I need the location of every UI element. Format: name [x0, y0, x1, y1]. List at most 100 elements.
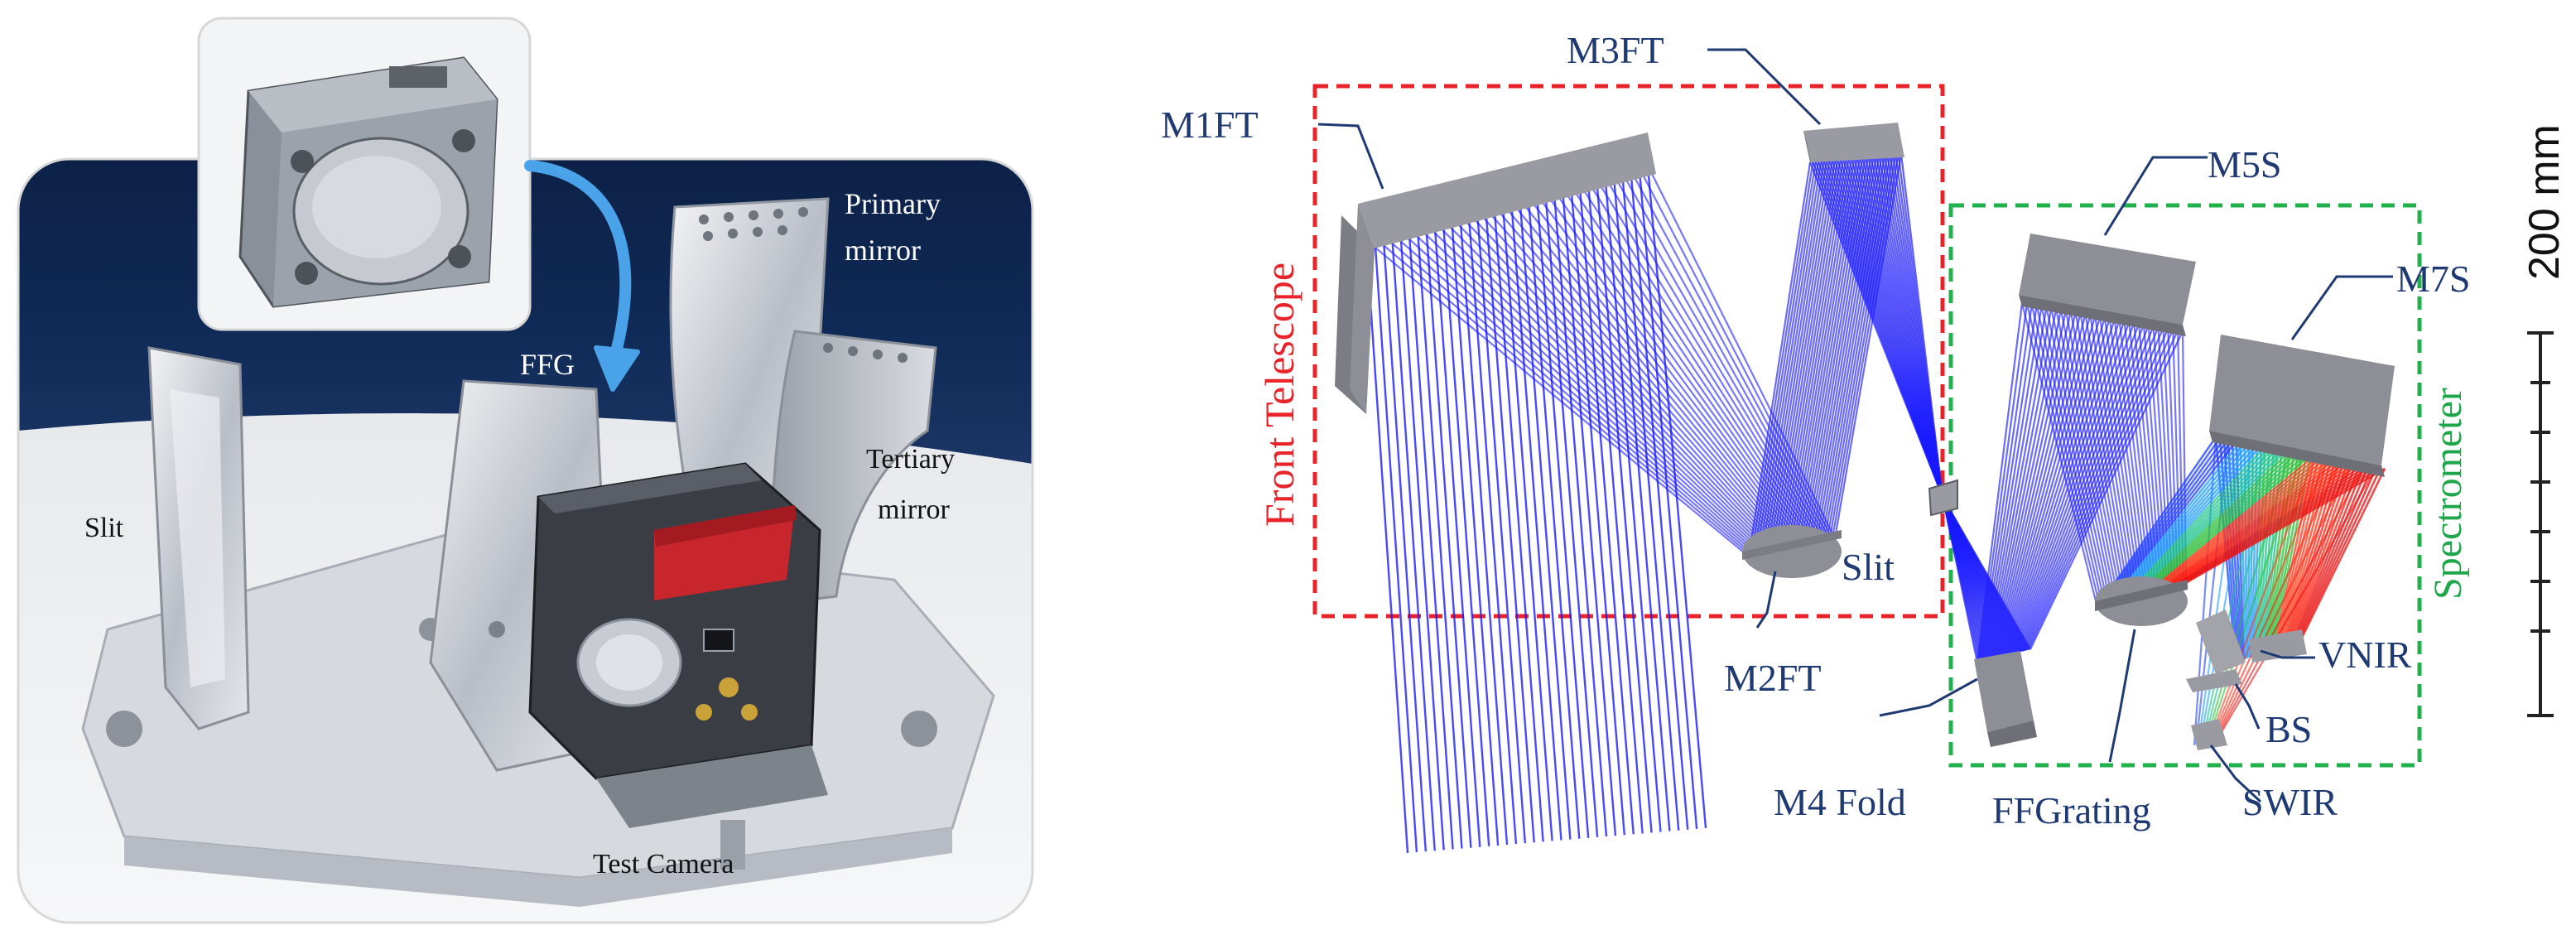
ray-line: [1450, 217, 1500, 846]
ray-line: [1805, 157, 1872, 545]
ray-line: [2147, 454, 2312, 592]
beam-splitter: [2186, 610, 2246, 692]
ray-line: [2001, 316, 2102, 657]
ray-line: [2131, 447, 2279, 595]
ray-line: [1509, 201, 1562, 841]
ray-line: [2162, 460, 2344, 590]
ray-line: [1638, 167, 1833, 540]
ray-line: [1535, 195, 1590, 838]
ray-line: [2011, 321, 2131, 654]
scale-bar: [2527, 331, 2554, 717]
ray-line: [1818, 155, 1886, 542]
ray-line: [2156, 457, 2333, 590]
ray-line: [2010, 321, 2126, 655]
ray-line: [1493, 205, 1544, 842]
ray-line: [2273, 455, 2316, 648]
ray-line: [1587, 181, 1818, 543]
ray-line: [1527, 196, 1799, 547]
ray-line: [1595, 179, 1653, 833]
ray-line: [1991, 311, 2067, 659]
label-m3ft: M3FT: [1567, 29, 1664, 71]
ray-line: [1544, 192, 1599, 838]
ray-line: [2110, 439, 2233, 600]
vnir-detector: [2249, 629, 2307, 663]
ray-line: [2008, 320, 2121, 655]
ray-line: [1391, 232, 1758, 556]
ray-line: [1510, 200, 1794, 548]
ray-line: [1760, 161, 1825, 554]
ray-line: [2123, 445, 2262, 597]
label-m2ft: M2FT: [1724, 657, 1822, 699]
slit-element: [1928, 479, 1958, 517]
ray-line: [1485, 208, 1535, 843]
ray-line: [1808, 156, 1875, 544]
ray-line: [1750, 161, 1814, 557]
ffg-inset-photo: [197, 17, 532, 331]
label-slit-photo: Slit: [84, 513, 124, 543]
label-m7s: M7S: [2396, 258, 2470, 300]
ray-line: [2290, 463, 2357, 643]
ray-line: [1587, 181, 1644, 834]
ray-line: [2016, 324, 2145, 653]
ray-line: [1476, 210, 1527, 844]
ray-line: [2107, 439, 2229, 600]
ray-line: [1390, 233, 1436, 851]
ray-line: [2020, 325, 2155, 653]
label-bs: BS: [2265, 708, 2312, 750]
ray-line: [2121, 444, 2258, 597]
ray-line: [2028, 330, 2179, 650]
ray-line: [2256, 446, 2270, 655]
ray-line: [1779, 159, 1845, 551]
ray-line: [2150, 455, 2320, 592]
ray-line: [1769, 160, 1833, 552]
ray-line: [2114, 441, 2241, 599]
ray-line: [2120, 443, 2254, 597]
ray-line: [1459, 214, 1509, 846]
ray-line: [2013, 322, 2135, 654]
ray-line: [2126, 446, 2266, 596]
raytrace-diagram: M1FT M3FT M2FT M5S M7S Slit M4 Fold FFGr…: [1161, 29, 2569, 854]
ray-line: [1596, 178, 1821, 542]
ray-line: [2140, 451, 2299, 594]
ray-line: [1604, 176, 1662, 832]
ray-line: [2102, 436, 2217, 600]
ray-line: [1799, 157, 1866, 546]
ray-line: [2129, 447, 2275, 595]
ray-line: [1399, 231, 1445, 851]
ray-line: [2164, 460, 2348, 590]
ray-line: [1612, 174, 1826, 542]
ray-line: [1620, 172, 1680, 831]
ray-line: [2153, 456, 2324, 591]
label-front-telescope: Front Telescope: [1256, 263, 1302, 527]
ray-line: [1382, 234, 1755, 557]
ffgrating: [2095, 576, 2188, 626]
ray-line: [2155, 456, 2328, 591]
ray-line: [2294, 465, 2370, 641]
ray-line: [2003, 317, 2106, 657]
ray-line: [2220, 466, 2377, 734]
ray-line: [2139, 451, 2295, 594]
ray-line: [2254, 446, 2267, 656]
label-swir: SWIR: [2242, 781, 2338, 823]
ray-line: [1501, 204, 1553, 841]
ray-line: [1553, 190, 1808, 545]
ray-line: [1789, 157, 1856, 548]
ray-line: [1638, 167, 1698, 830]
ray-line: [1536, 194, 1802, 547]
ray-line: [1365, 239, 1750, 557]
scale-bar-label: 200 mm: [2521, 124, 2569, 280]
ray-line: [1833, 153, 1903, 539]
front-telescope-box: [1312, 84, 1945, 619]
label-test-camera: Test Camera: [593, 849, 734, 880]
ray-line: [2159, 458, 2337, 590]
ray-line: [2021, 326, 2160, 652]
ray-line: [2005, 318, 2111, 656]
ray-line: [2025, 328, 2169, 651]
label-slit-diagram: Slit: [1842, 546, 1895, 588]
ray-line: [1365, 239, 1409, 854]
ray-line: [1612, 174, 1671, 831]
ray-line: [2104, 437, 2222, 600]
ray-line: [1781, 158, 1847, 550]
ray-line: [2217, 464, 2366, 735]
ray-line: [1771, 160, 1837, 552]
